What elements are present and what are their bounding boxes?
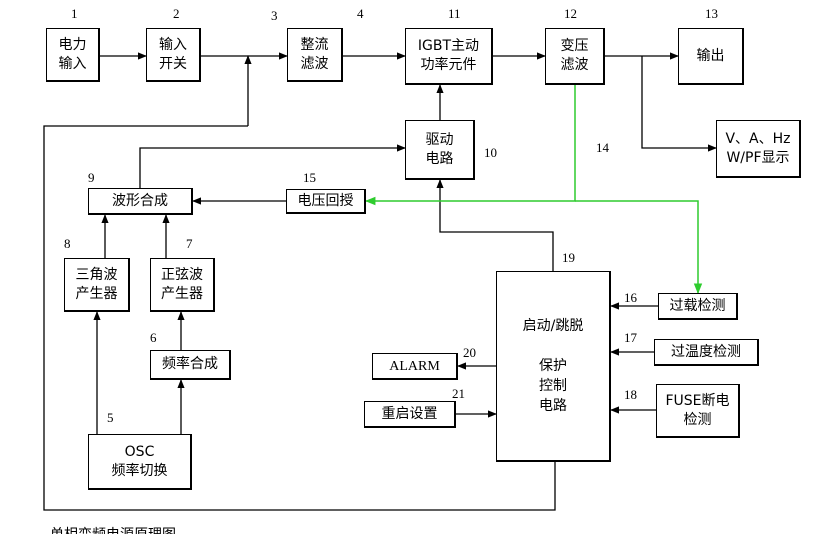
label-19: 19 bbox=[562, 250, 575, 265]
block-frequency-synthesis: 频率合成 bbox=[150, 350, 231, 380]
label-17: 17 bbox=[624, 330, 637, 345]
block-driver: 驱动 电路 bbox=[405, 120, 475, 180]
label-4: 4 bbox=[357, 6, 364, 21]
feedback-line-16 bbox=[575, 200, 703, 295]
block-sine-generator: 正弦波 产生器 bbox=[150, 258, 215, 312]
label-8: 8 bbox=[64, 236, 71, 251]
label-3: 3 bbox=[271, 8, 278, 23]
block-overload-detect: 过载检测 bbox=[658, 293, 738, 320]
line-loop bbox=[43, 125, 556, 511]
label-5: 5 bbox=[107, 410, 114, 425]
label-10: 10 bbox=[484, 145, 497, 160]
control-title: 启动/跳脱 bbox=[522, 317, 584, 334]
label-1: 1 bbox=[71, 6, 78, 21]
label-7: 7 bbox=[186, 236, 193, 251]
block-transformer-filter: 变压 滤波 bbox=[545, 28, 605, 85]
diagram-caption: 单相变频电源原理图 bbox=[50, 524, 176, 534]
control-subtitle: 保护 控制 电路 bbox=[539, 357, 567, 414]
label-6: 6 bbox=[150, 330, 157, 345]
block-power-input: 电力 输入 bbox=[46, 28, 100, 82]
block-control-circuit: 启动/跳脱 保护 控制 电路 bbox=[496, 271, 611, 462]
line-to-display bbox=[641, 56, 717, 152]
line-19-10 bbox=[436, 179, 554, 271]
block-waveform-synthesis: 波形合成 bbox=[88, 188, 193, 215]
block-igbt: IGBT主动 功率元件 bbox=[405, 28, 493, 85]
block-alarm: ALARM bbox=[372, 353, 458, 380]
label-9: 9 bbox=[88, 170, 95, 185]
block-output: 输出 bbox=[678, 28, 744, 85]
block-voltage-feedback: 电压回授 bbox=[286, 189, 366, 214]
label-21: 21 bbox=[452, 386, 465, 401]
block-fuse-detect: FUSE断电 检测 bbox=[656, 384, 740, 438]
label-11: 11 bbox=[448, 6, 461, 21]
block-triangle-generator: 三角波 产生器 bbox=[64, 258, 130, 312]
label-18: 18 bbox=[624, 387, 637, 402]
label-13: 13 bbox=[705, 6, 718, 21]
block-display: V、A、Hz W/PF显示 bbox=[716, 120, 801, 178]
label-14: 14 bbox=[596, 140, 609, 155]
block-osc: OSC 频率切换 bbox=[88, 434, 192, 490]
block-input-switch: 输入 开关 bbox=[146, 28, 201, 82]
block-overtemp-detect: 过温度检测 bbox=[654, 339, 759, 366]
label-2: 2 bbox=[173, 6, 180, 21]
label-12: 12 bbox=[564, 6, 577, 21]
block-rectifier-filter: 整流 滤波 bbox=[287, 28, 343, 82]
block-restart: 重启设置 bbox=[364, 401, 456, 428]
label-20: 20 bbox=[463, 345, 476, 360]
label-16: 16 bbox=[624, 290, 637, 305]
label-15: 15 bbox=[303, 170, 316, 185]
line-9-10 bbox=[139, 144, 406, 188]
